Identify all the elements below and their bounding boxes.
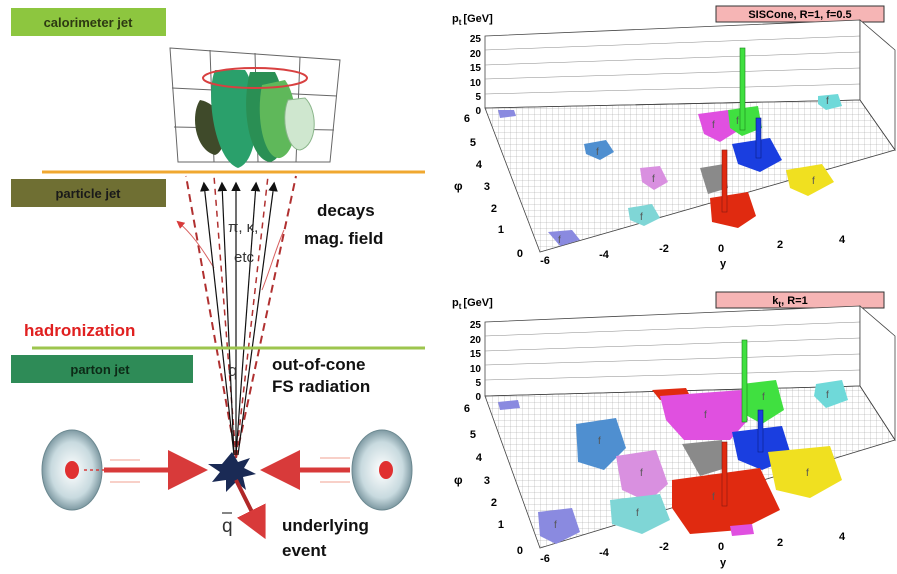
plot1-jet-tag: f: [826, 96, 829, 107]
plot1-phitick: 6: [464, 113, 470, 125]
calorimeter-deposits: [195, 67, 315, 168]
plot1-jet-tag: f: [558, 235, 561, 246]
plot1-jets: [498, 47, 842, 246]
plot2-xlabel: y: [720, 557, 727, 569]
plot2-ytick: -4: [599, 547, 610, 559]
plot2-ylabel: φ: [454, 473, 463, 487]
parton-jet-label: parton jet: [70, 362, 130, 377]
plot2-phitick: 3: [484, 475, 490, 487]
plot1-ztick: 20: [470, 49, 482, 60]
plot1-title-box: [715, 5, 885, 23]
plot1-ztick: 15: [470, 63, 482, 74]
plot2-jet-tag: f: [598, 436, 601, 447]
plot2-jet-tag: f: [636, 508, 639, 519]
qbar-arrow: [234, 479, 266, 540]
plot1-ztick: 25: [470, 34, 482, 45]
hadronization-label: hadronization: [24, 321, 135, 340]
decays-label: decays: [317, 201, 375, 220]
plot2-phitick: 4: [476, 452, 483, 464]
plot2-ztick: 25: [470, 320, 482, 331]
plot1-ytick: -6: [540, 255, 550, 267]
plot1-jet-tag: f: [640, 212, 643, 223]
plot2-jet-tag: f: [806, 468, 809, 479]
plot2-ytick: -6: [540, 553, 550, 565]
plot2-phitick: 0: [517, 545, 523, 557]
qbar-label: q: [222, 516, 233, 537]
q-label: q: [228, 361, 237, 380]
parton-jet-box: [11, 355, 193, 383]
plot2-jet-tag: f: [640, 468, 643, 479]
plot1-jet-tag: f: [652, 174, 655, 185]
plot1-phitick: 4: [476, 159, 483, 171]
particle-jet-label: particle jet: [55, 186, 121, 201]
plot1-xlabel: y: [720, 258, 727, 270]
plot1-phitick: 2: [491, 203, 497, 215]
plot2-ytick: 0: [718, 541, 724, 553]
plot1-ytick: 4: [839, 234, 846, 246]
plot1-jet-tag: f: [712, 120, 715, 131]
plot1-ytick: -4: [599, 249, 610, 261]
plot2-ztick: 10: [470, 364, 482, 375]
fs-radiation-label: FS radiation: [272, 377, 370, 396]
plot2-jet-tag: f: [826, 390, 829, 401]
event-label: event: [282, 541, 327, 560]
plot1-phitick: 1: [498, 224, 504, 236]
particle-arrows: [200, 181, 278, 456]
plot1-phitick: 0: [517, 248, 523, 260]
plot1-ztick: 10: [470, 78, 482, 89]
pi-kappa-label: π, κ,: [228, 219, 258, 236]
plot2-ztick: 5: [475, 378, 481, 389]
plot1-title: SISCone, R=1, f=0.5: [748, 9, 851, 21]
particle-jet-box: [11, 179, 166, 207]
left-proton: [41, 429, 208, 511]
plot1-jet-tag: f: [736, 116, 739, 127]
plot2-jet-tag: f: [762, 392, 765, 403]
calorimeter-jet-label: calorimeter jet: [44, 15, 134, 30]
plot2-ytick: 4: [839, 531, 846, 543]
plot1-ytick: 0: [718, 243, 724, 255]
plot2-ztick: 15: [470, 349, 482, 360]
plot2-phitick: 1: [498, 519, 504, 531]
plot1-ytick: 2: [777, 239, 783, 251]
collision-star: [208, 452, 256, 492]
plot2-phitick: 5: [470, 429, 476, 441]
right-proton: [260, 429, 413, 511]
plot1-zlabel: pt[GeV]: [452, 13, 493, 27]
plot2-jet-tag: f: [712, 492, 715, 503]
plot2-phitick: 2: [491, 497, 497, 509]
etc-label: etc: [234, 249, 255, 266]
plot1-jet-tag: f: [596, 147, 599, 158]
plot2-ytick: -2: [659, 541, 669, 553]
plot2-title: kt, R=1: [772, 295, 807, 309]
out-of-cone-label: out-of-cone: [272, 355, 365, 374]
plot1-ztick: 0: [475, 106, 481, 117]
plot2-jet-tag: f: [554, 520, 557, 531]
plot1-ztick: 5: [475, 92, 481, 103]
plot2-ztick: 0: [475, 392, 481, 403]
plot1-ylabel: φ: [454, 179, 463, 193]
plot1-floor: [484, 99, 896, 253]
underlying-label: underlying: [282, 516, 369, 535]
plot2-title-box: [715, 291, 885, 309]
plot2-jets: [498, 339, 848, 544]
plot1-phitick: 5: [470, 137, 476, 149]
plot2-zlabel: pt[GeV]: [452, 297, 493, 311]
plot1-ytick: -2: [659, 243, 669, 255]
plot1-jet-tag: f: [812, 176, 815, 187]
plot2-jet-tag: f: [704, 410, 707, 421]
mag-field-label: mag. field: [304, 229, 383, 248]
plot2-phitick: 6: [464, 403, 470, 415]
plot2-ztick: 20: [470, 335, 482, 346]
plot1-phitick: 3: [484, 181, 490, 193]
plot2-ytick: 2: [777, 537, 783, 549]
kt-plot: kt, R=1 pt[GeV] 25 20 15 10 5 0 6 5 4 3 …: [452, 291, 896, 569]
calorimeter-jet-box: [11, 8, 166, 36]
jet-evolution-diagram: calorimeter jet particle jet: [11, 8, 425, 560]
siscone-plot: SISCone, R=1, f=0.5 pt[GeV] 25 20 15 10 …: [452, 5, 896, 270]
